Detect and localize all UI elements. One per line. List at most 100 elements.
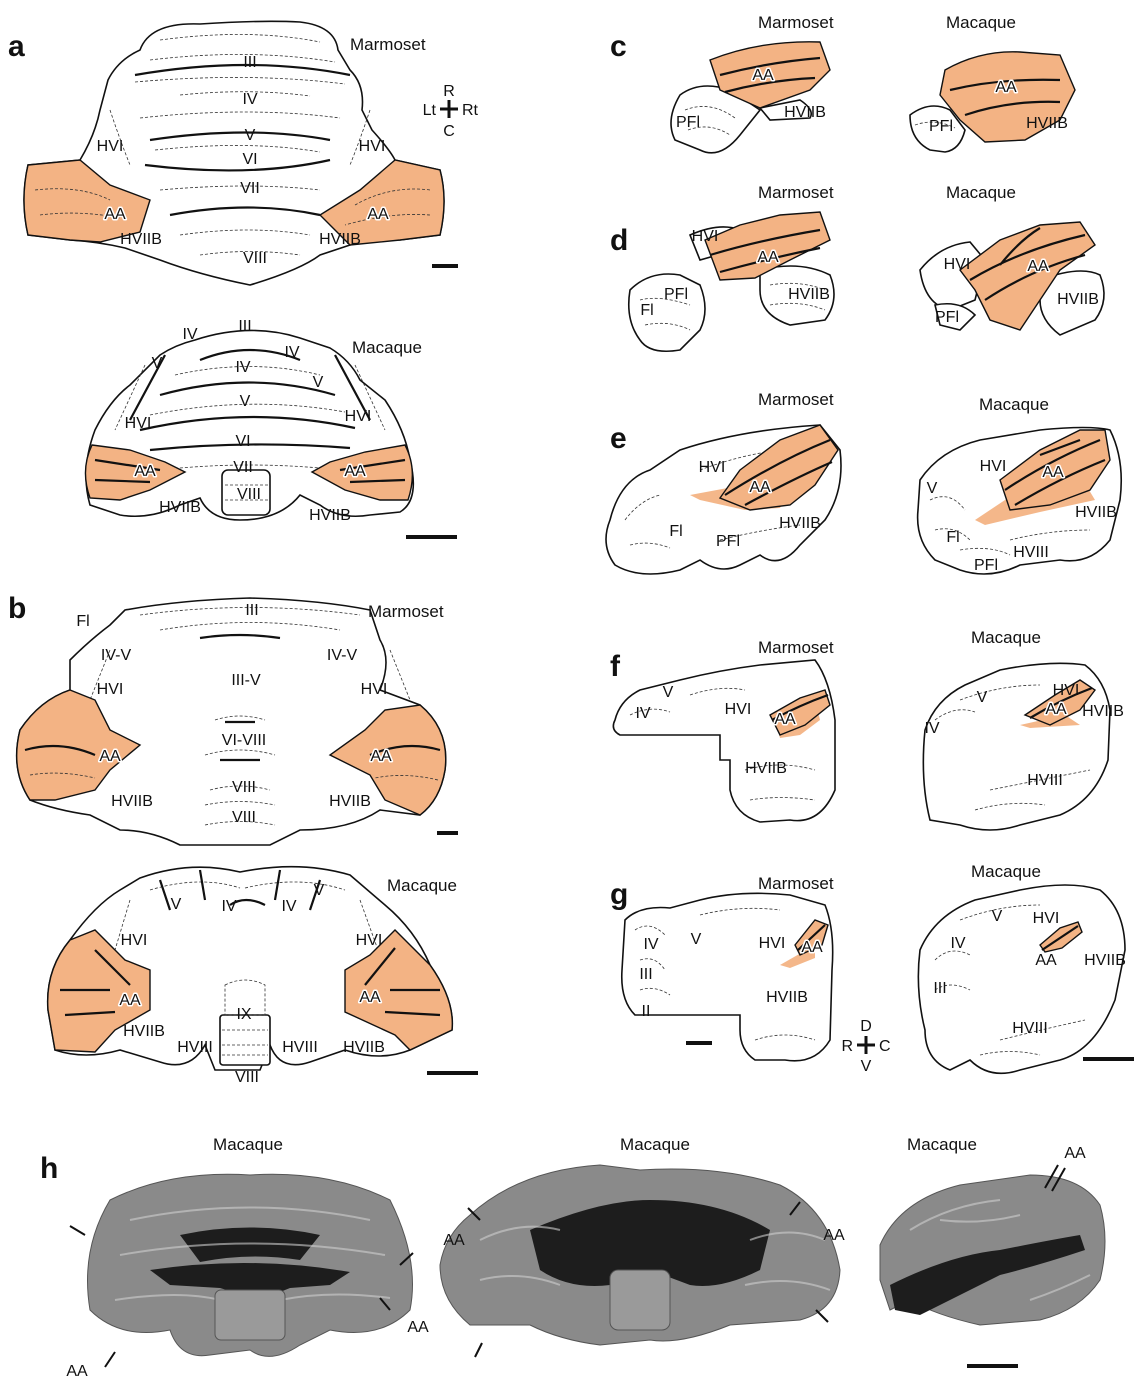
hviib-label: HVIIB <box>1084 952 1126 969</box>
lobule-label: IV <box>182 326 197 343</box>
paraflocculus-label: PFl <box>929 118 953 135</box>
flocculus-label: Fl <box>76 613 89 630</box>
lobule-label: III <box>243 54 256 71</box>
lobule-label: III <box>238 318 251 335</box>
hviii-label-right: HVIII <box>282 1039 318 1056</box>
panel-letter-g: g <box>610 878 628 911</box>
lobule-label: VI <box>235 433 250 450</box>
species-label: Macaque <box>979 395 1049 414</box>
panel-e-macaque: HVI AA V Fl HVIIB HVIII PFl Macaque <box>918 395 1122 574</box>
aa-marker-tick <box>475 1343 482 1357</box>
aa-label: AA <box>1064 1145 1086 1162</box>
hvi-label-right: HVI <box>356 932 383 949</box>
lobule-label: III-V <box>231 672 261 689</box>
hviib-label-right: HVIIB <box>343 1039 385 1056</box>
flocculus-label: Fl <box>946 529 959 546</box>
lobule-label: III <box>933 980 946 997</box>
lobule-label: V <box>314 882 325 899</box>
aa-label: AA <box>801 939 823 956</box>
aa-label-right: AA <box>367 206 389 223</box>
panel-letter-f: f <box>610 650 621 683</box>
panel-c-marmoset: AA PFl HVIIB Marmoset <box>671 13 834 153</box>
aa-label: AA <box>66 1363 88 1380</box>
aa-label-right: AA <box>359 989 381 1006</box>
panel-letter-d: d <box>610 224 628 257</box>
lobule-label: V <box>927 480 938 497</box>
aa-label: AA <box>749 479 771 496</box>
panel-g-marmoset: IV V HVI AA III HVIIB II Marmoset <box>622 874 834 1061</box>
lobule-label: IV <box>242 91 257 108</box>
lobule-label: IV-V <box>101 647 132 664</box>
panel-c: c AA PFl HVIIB Marmoset AA PFl HVIIB Mac… <box>610 13 1075 153</box>
panel-letter-e: e <box>610 422 627 455</box>
hviii-label: HVIII <box>1013 544 1049 561</box>
panel-f-macaque: HVI V AA HVIIB IV HVIII Macaque <box>923 628 1124 830</box>
aa-label-left: AA <box>134 463 156 480</box>
lobule-label: V <box>977 689 988 706</box>
lobule-label: VIII <box>232 809 256 826</box>
hvi-label: HVI <box>725 701 752 718</box>
hvi-label: HVI <box>944 256 971 273</box>
lobule-label: V <box>313 374 324 391</box>
aa-label: AA <box>407 1319 429 1336</box>
hviib-label-left: HVIIB <box>111 793 153 810</box>
aa-marker-tick <box>105 1352 115 1367</box>
aa-label-left: AA <box>99 748 121 765</box>
species-label: Macaque <box>971 628 1041 647</box>
hviii-label: HVIII <box>1027 772 1063 789</box>
species-label: Macaque <box>620 1135 690 1154</box>
paraflocculus-label: PFl <box>935 309 959 326</box>
aa-label-right: AA <box>344 463 366 480</box>
hvi-label: HVI <box>1033 910 1060 927</box>
hviib-label: HVIIB <box>779 515 821 532</box>
hviib-label-left: HVIIB <box>120 231 162 248</box>
aa-label-left: AA <box>104 206 126 223</box>
aa-label: AA <box>757 249 779 266</box>
panel-b-macaque-section: V IV IV V HVI HVI AA AA IX HVIIB HVIIB H… <box>48 867 478 1086</box>
hvi-label: HVI <box>980 458 1007 475</box>
lobule-label: V <box>152 355 163 372</box>
hviib-label: HVIIB <box>1082 703 1124 720</box>
hvi-label-left: HVI <box>121 932 148 949</box>
lobule-label: IV-V <box>327 647 358 664</box>
species-label: Macaque <box>213 1135 283 1154</box>
aa-label: AA <box>1035 952 1057 969</box>
panel-letter-c: c <box>610 30 627 63</box>
hvi-label-right: HVI <box>359 138 386 155</box>
lobule-label: VIII <box>232 779 256 796</box>
hvi-label-left: HVI <box>97 138 124 155</box>
hviib-label-right: HVIIB <box>309 507 351 524</box>
panel-f-marmoset: V HVI AA IV HVIIB Marmoset <box>613 638 835 822</box>
compass-dorsal: D <box>860 1018 872 1035</box>
panel-a: a III IV V <box>8 21 479 537</box>
species-label: Marmoset <box>368 602 444 621</box>
panel-c-macaque: AA PFl HVIIB Macaque <box>910 13 1075 152</box>
compass-caudal: C <box>879 1038 891 1055</box>
orientation-compass-g: D R C V <box>841 1018 890 1075</box>
lobule-label: IV <box>635 705 650 722</box>
hviib-label: HVIIB <box>745 760 787 777</box>
aa-label: AA <box>443 1232 465 1249</box>
panel-d-macaque: HVI AA PFl HVIIB Macaque <box>920 183 1104 335</box>
panel-a-marmoset-section: III IV V VI VII VIII HVI HVI AA AA HVIIB… <box>24 21 458 285</box>
aa-marker-tick <box>70 1226 85 1235</box>
aa-label: AA <box>1042 464 1064 481</box>
compass-right: Rt <box>462 102 479 119</box>
lobule-label: VI-VIII <box>222 732 266 749</box>
aa-label: AA <box>1027 258 1049 275</box>
lobule-label: IV <box>235 359 250 376</box>
aa-label: AA <box>995 79 1017 96</box>
hvi-label-left: HVI <box>125 415 152 432</box>
hviii-label-left: HVIII <box>177 1039 213 1056</box>
aa-label: AA <box>752 67 774 84</box>
lobule-label: II <box>642 1003 651 1020</box>
compass-left: Lt <box>423 102 437 119</box>
paraflocculus-label: PFl <box>676 114 700 131</box>
lobule-label: IV <box>284 344 299 361</box>
orientation-compass-a: R Lt Rt C <box>423 83 479 140</box>
hvi-label-right: HVI <box>361 681 388 698</box>
lobule-label: III <box>245 602 258 619</box>
panel-letter-b: b <box>8 592 26 625</box>
panel-d: d HVI AA Fl PFl HVIIB Marmoset HVI AA PF… <box>610 183 1104 351</box>
